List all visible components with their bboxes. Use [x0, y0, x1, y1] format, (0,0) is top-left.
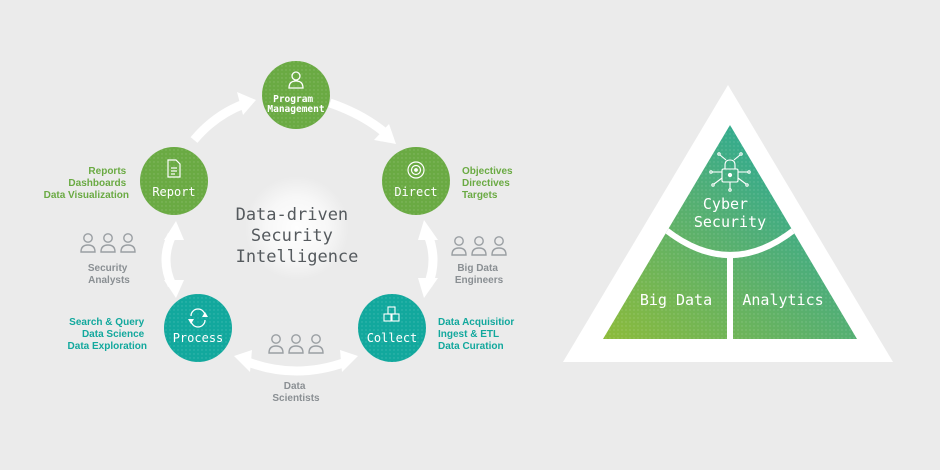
arrow-direct-collect	[423, 233, 438, 287]
center-glow	[245, 176, 349, 280]
node-report: Report	[140, 147, 208, 215]
engineers-label: Big Data Engineers	[455, 263, 504, 286]
direct-list: Objectives Directives Targets	[462, 166, 515, 201]
svg-text:Process: Process	[173, 331, 224, 345]
node-program-management: Program Management	[262, 61, 330, 129]
person-icon	[288, 71, 304, 89]
people-icon	[80, 233, 136, 253]
node-process: Process	[164, 294, 232, 362]
cubes-icon	[383, 306, 400, 322]
svg-text:Program Management: Program Management	[267, 94, 324, 115]
report-list: Reports Dashboards Data Visualization	[44, 166, 129, 201]
analysts-label: Security Analysts	[88, 263, 130, 286]
arrow-collect-process	[246, 357, 348, 376]
svg-text:Report: Report	[152, 185, 195, 199]
process-list: Search & Query Data Science Data Explora…	[68, 317, 147, 352]
document-icon	[167, 159, 181, 178]
refresh-icon	[188, 308, 208, 328]
people-icon	[268, 334, 324, 354]
collect-list: Data Acquisitior Ingest & ETL Data Curat…	[438, 317, 517, 352]
svg-text:Collect: Collect	[367, 331, 418, 345]
big-data-label: Big Data	[640, 291, 712, 309]
cyber-security-label: Cyber Security	[694, 195, 766, 231]
node-direct: Direct	[382, 147, 450, 215]
svg-text:Direct: Direct	[394, 185, 437, 199]
arrow-report-to-program	[190, 99, 246, 143]
circuit-lock-icon	[709, 152, 751, 192]
center-title: Data-driven Security Intelligence	[236, 205, 359, 267]
target-icon	[407, 161, 425, 179]
node-collect: Collect	[358, 294, 426, 362]
analytics-label: Analytics	[742, 291, 823, 309]
people-icon	[451, 236, 507, 256]
arrow-process-report	[161, 233, 177, 287]
cycle-arrows	[161, 92, 438, 376]
arrow-program-to-direct	[328, 98, 387, 136]
triangle-diagram: Cyber Security Big Data Analytics	[563, 85, 893, 362]
scientists-label: Data Scientists	[272, 381, 320, 404]
